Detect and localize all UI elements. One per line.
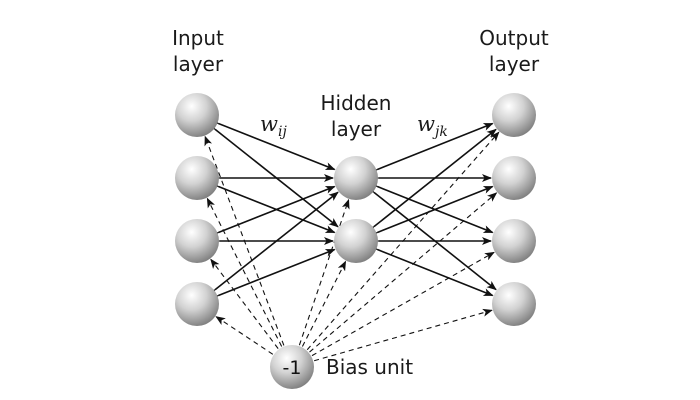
input-node-3 [175,219,219,263]
bias-edge-input-1 [204,135,285,346]
bias-edge-output-4 [313,308,493,362]
input-node-4 [175,282,219,326]
bias-edge-output-2 [309,192,498,353]
hidden-layer-label-line2: layer [330,117,382,141]
output-node-4 [492,282,536,326]
output-layer-label: Output layer [468,25,560,77]
bias-edge-input-3 [210,258,279,349]
output-layer-label-line2: layer [488,52,540,76]
bias-edge-output-3 [311,251,495,357]
edge-input-4-hidden-2 [208,248,336,303]
output-layer-label-line1: Output [479,26,549,50]
edge-hidden-2-output-2 [367,185,494,240]
weight-symbol-jk: w [417,112,435,136]
input-node-2 [175,156,219,200]
hidden-node-2 [334,219,378,263]
edge-hidden-2-output-4 [367,242,494,297]
bias-edge-input-4 [215,316,274,355]
output-node-1 [492,93,536,137]
bias-node-value: -1 [283,357,302,379]
neurons: -1 [175,93,536,389]
bias-unit-label: Bias unit [326,355,414,379]
input-layer-label: Input layer [158,25,238,77]
hidden-layer-label-line1: Hidden [320,91,392,115]
weight-subscript-ij: ij [277,124,287,140]
weight-subscript-jk: jk [434,124,448,140]
bias-edge-input-2 [206,197,283,347]
bias-edge-hidden-1 [298,198,350,346]
bias-edge-hidden-2 [301,260,347,347]
weight-label-ij: wij [260,112,287,140]
input-layer-label-line1: Input [172,26,224,50]
hidden-node-1 [334,156,378,200]
bias-edge-output-1 [306,131,500,351]
connections [204,116,500,362]
bias-node [270,345,314,389]
weight-label-jk: wjk [417,112,448,140]
output-node-2 [492,156,536,200]
output-node-3 [492,219,536,263]
input-node-1 [175,93,219,137]
weight-symbol-ij: w [260,112,278,136]
hidden-layer-label: Hidden layer [310,90,402,142]
input-layer-label-line2: layer [172,52,224,76]
